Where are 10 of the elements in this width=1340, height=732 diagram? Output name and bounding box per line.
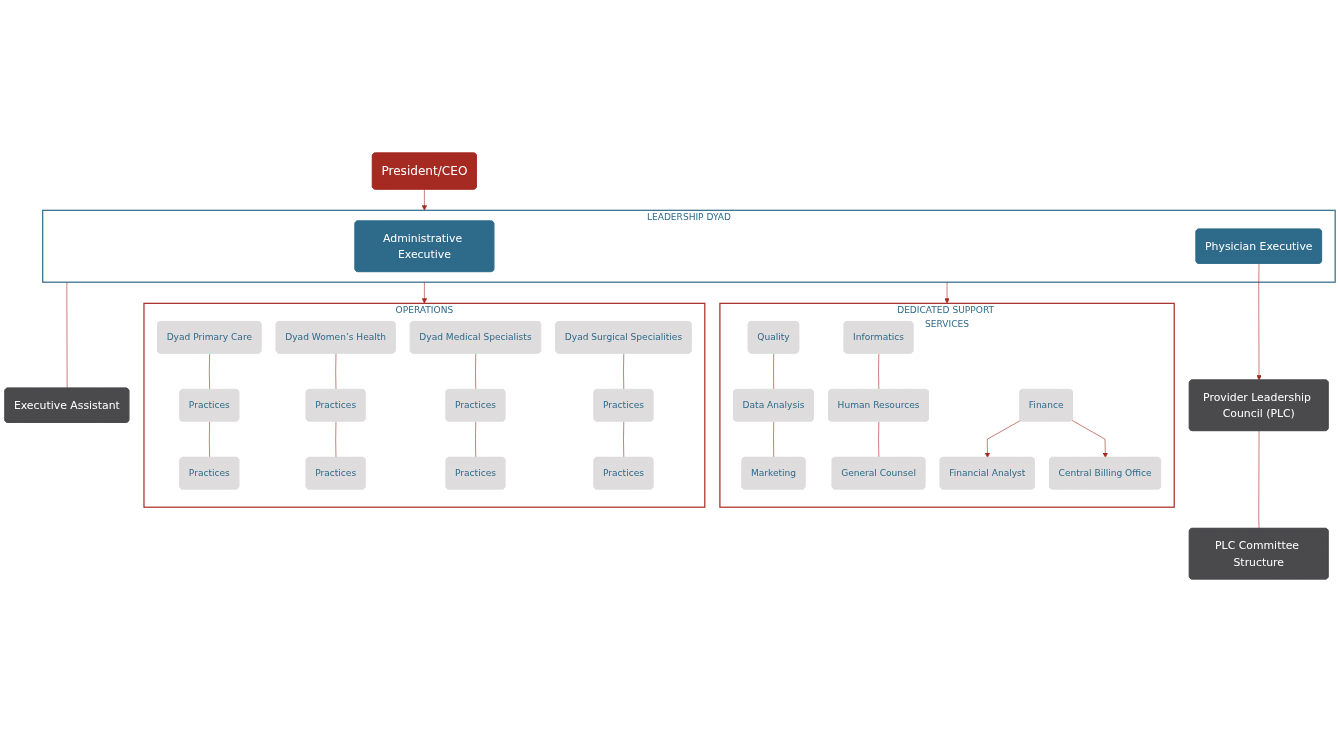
connector (475, 353, 477, 390)
connector (773, 421, 775, 458)
connector (1258, 430, 1260, 529)
connector (475, 421, 477, 458)
connector (209, 353, 210, 390)
connector (623, 353, 625, 390)
connector (66, 281, 68, 389)
connector (623, 421, 625, 458)
connector (773, 353, 775, 390)
connector (209, 421, 210, 458)
